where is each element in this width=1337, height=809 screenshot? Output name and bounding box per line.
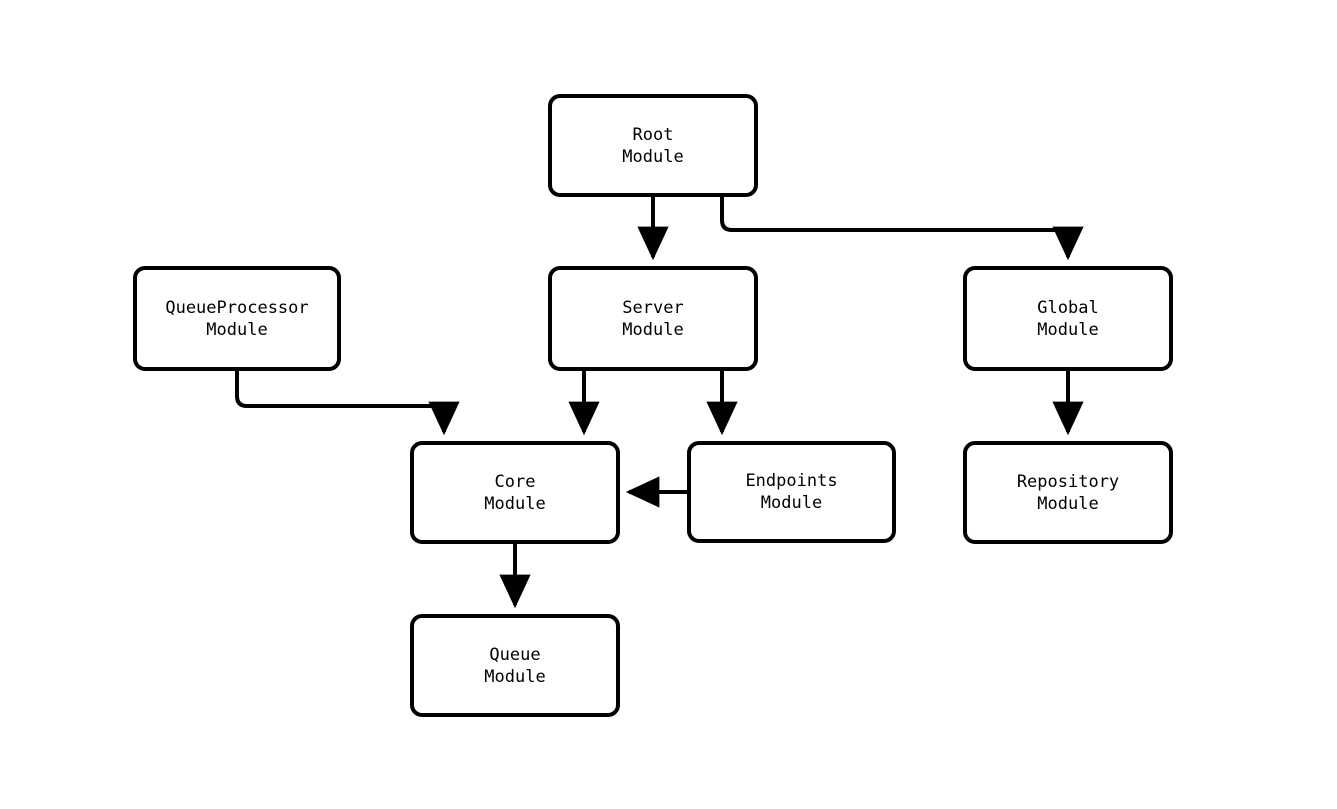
node-endpoints-module-line2: Module [760,493,823,513]
node-endpoints-module-line1: Endpoints [745,471,838,491]
node-repository-module[interactable]: Repository Module [963,441,1173,544]
node-root-module-line2: Module [622,146,684,167]
edge-queueprocessor-to-core [235,371,460,436]
node-repository-module-line2: Module [1037,493,1099,514]
node-queueprocessor-module[interactable]: QueueProcessor Module [133,266,341,371]
node-queue-module-line1: Queue [489,644,541,665]
node-root-module-line1: Root [632,124,674,145]
node-repository-module-line1: Repository [1016,471,1120,492]
node-queue-module-line2: Module [484,666,546,687]
node-root-module[interactable]: Root Module [548,94,758,197]
node-server-module-line2: Module [622,319,684,340]
node-core-module-line2: Module [484,493,546,514]
edge-root-to-global [720,197,1084,261]
node-global-module-line2: Module [1037,319,1099,340]
node-server-module[interactable]: Server Module [548,266,758,371]
node-core-module-line1: Core [494,471,536,492]
node-queueprocessor-module-line2: Module [206,319,268,340]
node-endpoints-module[interactable]: Endpoints Module [687,441,896,543]
node-queue-module[interactable]: Queue Module [410,614,620,717]
node-queueprocessor-module-line1: QueueProcessor [165,297,309,318]
node-core-module[interactable]: Core Module [410,441,620,544]
node-global-module[interactable]: Global Module [963,266,1173,371]
node-global-module-line1: Global [1037,297,1099,318]
node-server-module-line1: Server [622,297,684,318]
